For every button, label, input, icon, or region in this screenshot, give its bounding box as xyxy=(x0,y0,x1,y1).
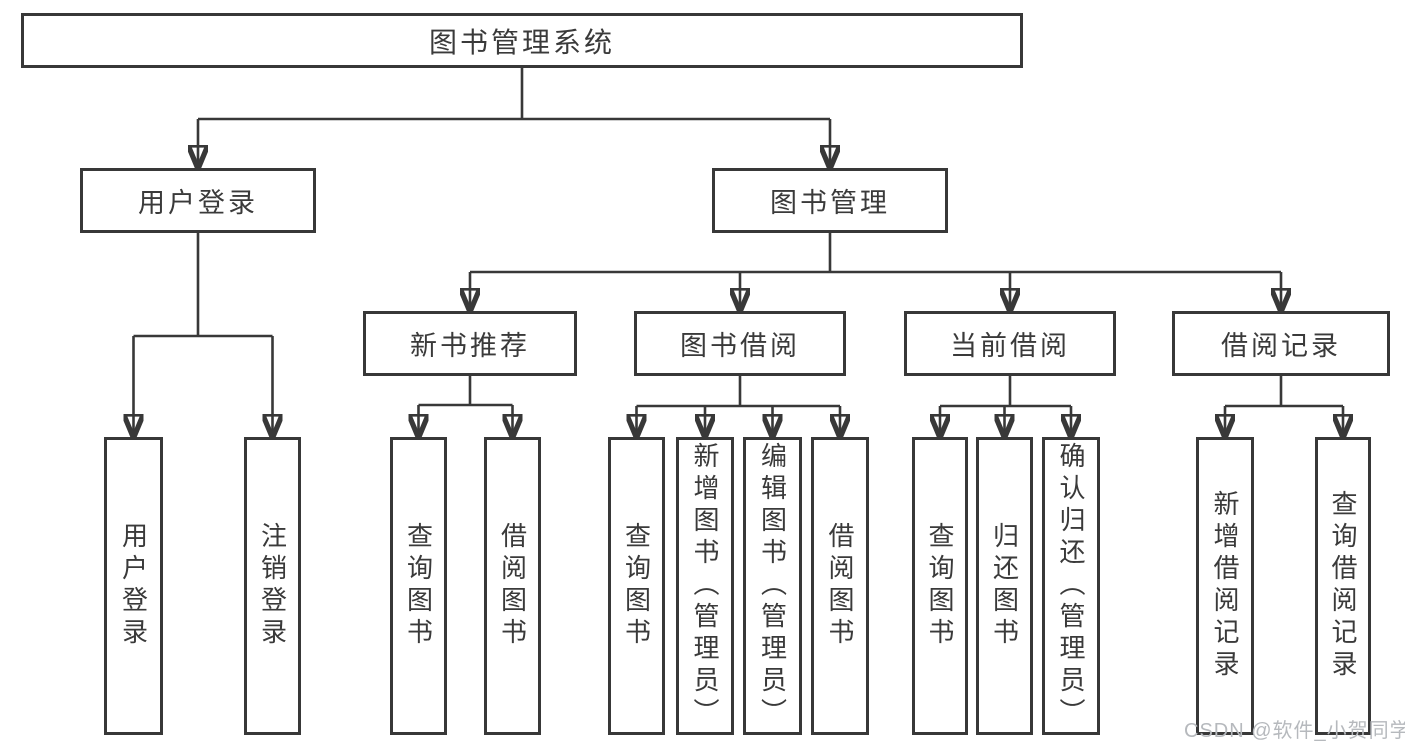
leaf-query-book: 查询图书 xyxy=(390,437,447,735)
csdn-watermark: CSDN @软件_小贺同学 xyxy=(1184,720,1405,742)
connector-root-rail xyxy=(198,68,830,121)
node-book-borrow: 图书借阅 xyxy=(634,311,846,376)
leaf-edit-book-admin: 编辑图书（管理员） xyxy=(743,437,802,735)
leaf-user-login: 用户登录 xyxy=(104,437,163,735)
connector-userlogin-rail xyxy=(133,233,273,338)
connector-newbook-rail xyxy=(418,376,513,407)
connector-records-rail xyxy=(1225,376,1343,408)
connector-borrow-rail xyxy=(636,376,840,408)
leaf-add-borrow-record: 新增借阅记录 xyxy=(1196,437,1254,735)
leaf-query-borrow-record: 查询借阅记录 xyxy=(1315,437,1371,735)
node-book-management-module: 图书管理 xyxy=(712,168,948,233)
leaf-query-book: 查询图书 xyxy=(912,437,968,735)
connector-bookmgmt-rail xyxy=(470,233,1281,274)
leaf-borrow-book: 借阅图书 xyxy=(811,437,869,735)
node-root-system: 图书管理系统 xyxy=(21,13,1023,68)
node-new-book-recommend: 新书推荐 xyxy=(363,311,577,376)
leaf-borrow-book: 借阅图书 xyxy=(484,437,541,735)
node-current-borrow: 当前借阅 xyxy=(904,311,1116,376)
leaf-add-book-admin: 新增图书（管理员） xyxy=(676,437,734,735)
leaf-logout: 注销登录 xyxy=(244,437,301,735)
node-user-login-module: 用户登录 xyxy=(80,168,316,233)
leaf-query-book: 查询图书 xyxy=(608,437,665,735)
connector-current-rail xyxy=(940,376,1071,408)
leaf-return-book: 归还图书 xyxy=(976,437,1033,735)
leaf-confirm-return-admin: 确认归还（管理员） xyxy=(1042,437,1100,735)
node-borrow-records: 借阅记录 xyxy=(1172,311,1390,376)
